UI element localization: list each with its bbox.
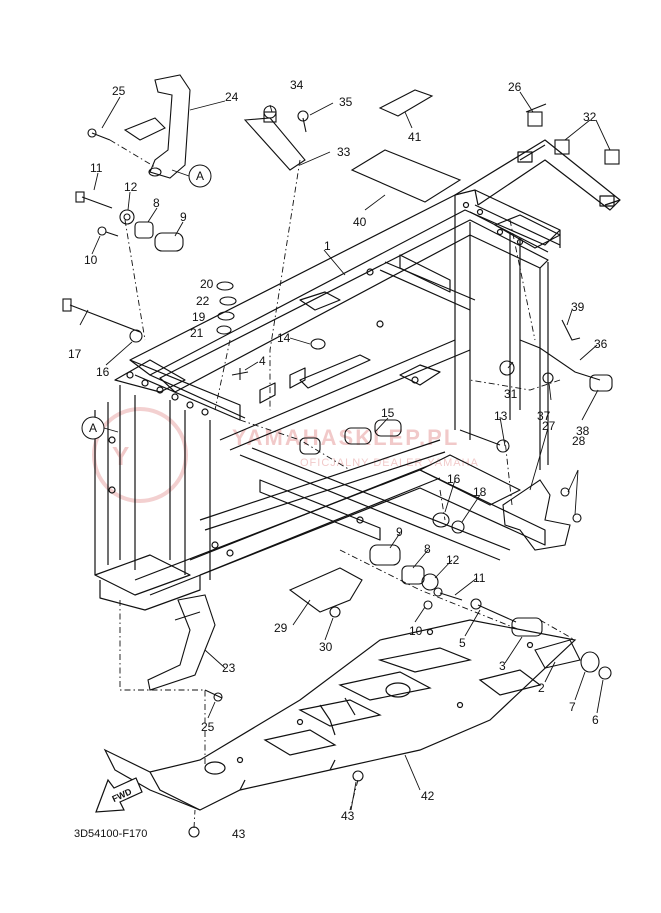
callout-26: 26 (508, 80, 522, 94)
small-parts (62, 74, 620, 838)
callout-28: 28 (572, 434, 586, 448)
callout-17: 17 (68, 347, 82, 361)
callout-22: 22 (196, 294, 210, 308)
callout-9-top: 9 (180, 210, 187, 224)
frame-holes (108, 201, 524, 557)
callout-36: 36 (594, 337, 608, 351)
callout-10-bottom: 10 (409, 624, 423, 638)
svg-text:Y: Y (112, 441, 129, 471)
fwd-arrow: FWD (95, 777, 143, 813)
callout-43-mid: 43 (341, 809, 355, 823)
callout-32: 32 (583, 110, 597, 124)
callout-11-top: 11 (90, 161, 103, 175)
ref-mark-a-left: A (89, 421, 97, 435)
callout-37: 37 (537, 409, 551, 423)
callout-42: 42 (421, 789, 435, 803)
callout-14: 14 (277, 331, 291, 345)
callout-24: 24 (225, 90, 239, 104)
callout-21: 21 (190, 326, 204, 340)
callout-2: 2 (538, 681, 545, 695)
ref-mark-a-top: A (196, 169, 204, 183)
callout-8-top: 8 (153, 196, 160, 210)
callout-25-bottom: 25 (201, 720, 215, 734)
callout-12-top: 12 (124, 180, 138, 194)
callout-7: 7 (569, 700, 576, 714)
callout-20: 20 (200, 277, 214, 291)
callout-34: 34 (290, 78, 304, 92)
callout-16-left: 16 (96, 365, 110, 379)
callout-25-top: 25 (112, 84, 126, 98)
main-frame (94, 139, 621, 611)
callout-13: 13 (494, 409, 508, 423)
leader-lines (79, 91, 611, 811)
callout-41: 41 (408, 130, 422, 144)
callout-5: 5 (459, 636, 466, 650)
callout-33: 33 (337, 145, 351, 159)
diagram-code: 3D54100-F170 (74, 828, 147, 840)
callout-1: 1 (324, 239, 331, 253)
callout-31: 31 (504, 387, 518, 401)
ref-marks: A A (81, 164, 212, 440)
callout-6: 6 (592, 713, 599, 727)
callout-18: 18 (473, 485, 487, 499)
callout-19: 19 (192, 310, 206, 324)
reference-lines (109, 139, 576, 829)
callout-39: 39 (571, 300, 585, 314)
callout-23: 23 (222, 661, 236, 675)
watermark: Y YAMAHASKLEP.PL OFICJALNY DEALER YAMAHA (92, 407, 479, 503)
callout-11-bottom: 11 (473, 571, 486, 585)
callout-29: 29 (274, 621, 288, 635)
callout-12-bottom: 12 (446, 553, 460, 567)
callout-16-right: 16 (447, 472, 461, 486)
callout-9-bottom: 9 (396, 525, 403, 539)
skid-plate (103, 619, 577, 811)
callout-10-top: 10 (84, 253, 98, 267)
callout-8-bottom: 8 (424, 542, 431, 556)
callout-labels: 1 2 3 4 5 6 7 8 8 9 9 10 10 11 11 12 12 … (68, 78, 608, 841)
callout-30: 30 (319, 640, 333, 654)
callout-27: 27 (542, 419, 556, 433)
callout-35: 35 (339, 95, 353, 109)
callout-4: 4 (259, 354, 266, 368)
callout-43-bottom: 43 (232, 827, 246, 841)
callout-40: 40 (353, 215, 367, 229)
callout-15: 15 (381, 406, 395, 420)
watermark-tagline: OFICJALNY DEALER YAMAHA (300, 457, 479, 469)
callout-38: 38 (576, 424, 590, 438)
callout-3: 3 (499, 659, 506, 673)
